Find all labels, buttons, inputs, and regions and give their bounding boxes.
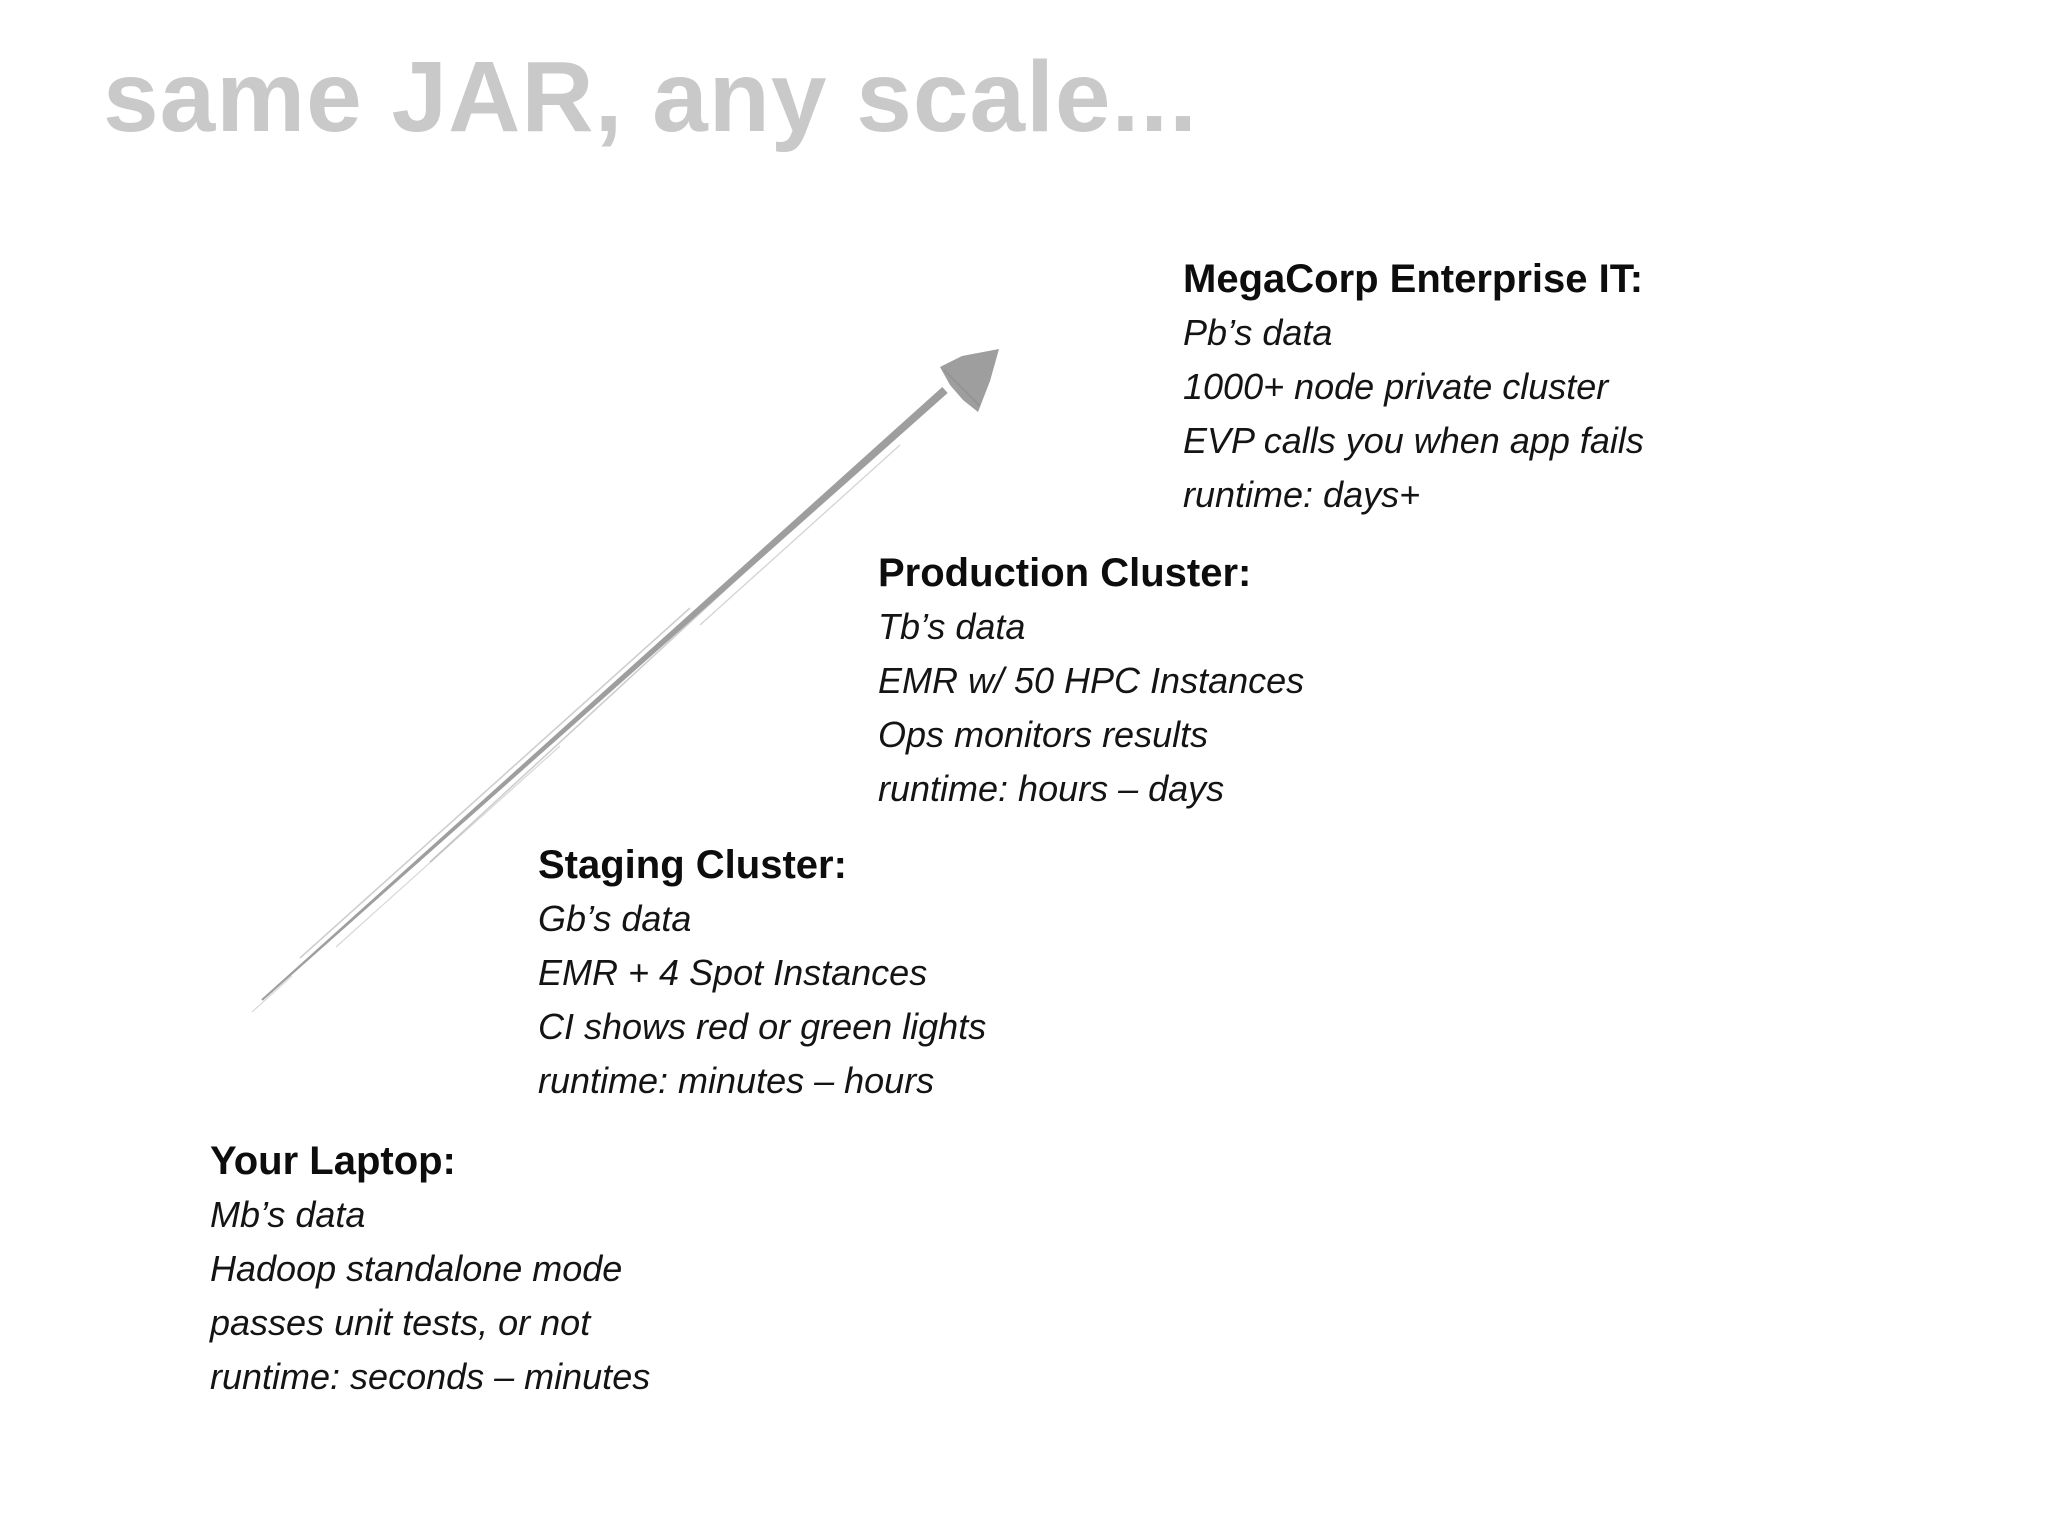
block-line: runtime: minutes – hours xyxy=(538,1060,935,1101)
slide-title: same JAR, any scale... xyxy=(103,41,1198,153)
block-line: EMR w/ 50 HPC Instances xyxy=(878,660,1305,701)
block-your-laptop: Your Laptop: Mb’s data Hadoop standalone… xyxy=(210,1134,650,1404)
block-line: EMR + 4 Spot Instances xyxy=(538,952,928,993)
block-line: Ops monitors results xyxy=(878,714,1209,755)
block-line: passes unit tests, or not xyxy=(210,1302,591,1343)
block-line: runtime: hours – days xyxy=(878,768,1225,809)
block-line: Tb’s data xyxy=(878,606,1026,647)
block-megacorp-enterprise-it: MegaCorp Enterprise IT: Pb’s data 1000+ … xyxy=(1183,252,1644,522)
block-line: runtime: days+ xyxy=(1183,474,1421,515)
block-staging-cluster: Staging Cluster: Gb’s data EMR + 4 Spot … xyxy=(538,838,986,1108)
block-heading: Production Cluster: xyxy=(878,551,1252,595)
block-heading: MegaCorp Enterprise IT: xyxy=(1183,257,1644,301)
arrow-head xyxy=(940,349,999,412)
block-heading: Your Laptop: xyxy=(210,1139,456,1183)
block-line: EVP calls you when app fails xyxy=(1183,420,1644,461)
block-line: Gb’s data xyxy=(538,898,692,939)
block-line: Pb’s data xyxy=(1183,312,1333,353)
block-line: CI shows red or green lights xyxy=(538,1006,987,1047)
block-line: runtime: seconds – minutes xyxy=(210,1356,651,1397)
block-heading: Staging Cluster: xyxy=(538,843,847,887)
block-line: Hadoop standalone mode xyxy=(210,1248,623,1289)
block-production-cluster: Production Cluster: Tb’s data EMR w/ 50 … xyxy=(878,546,1304,816)
block-line: Mb’s data xyxy=(210,1194,366,1235)
block-line: 1000+ node private cluster xyxy=(1183,366,1609,407)
